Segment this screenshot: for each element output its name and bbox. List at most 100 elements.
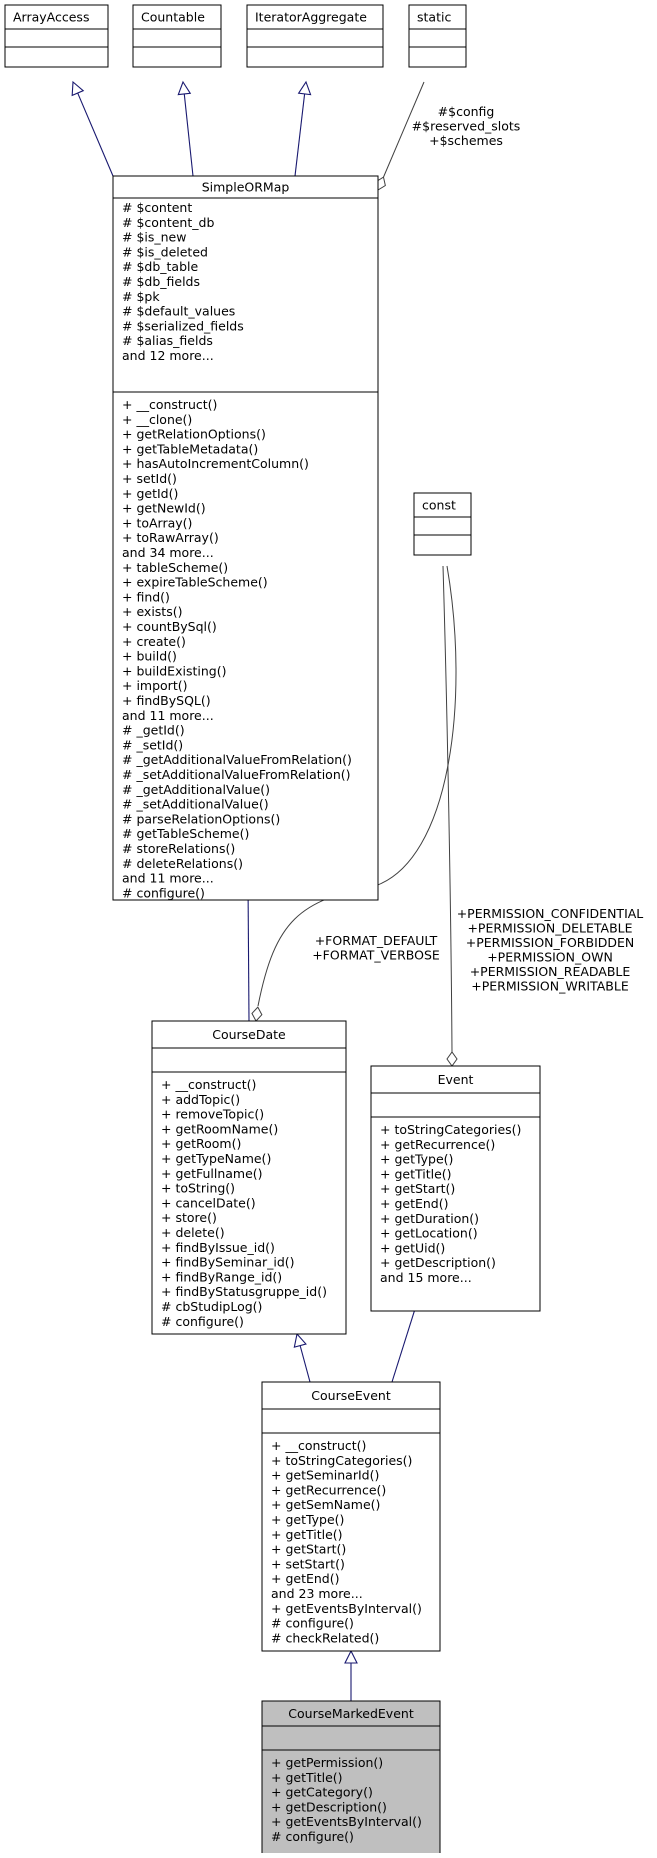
edge-line <box>383 81 425 178</box>
edge-line <box>183 93 194 177</box>
method-item: + getRelationOptions() <box>122 427 266 442</box>
method-item: + getTitle() <box>380 1166 452 1181</box>
method-item: + getStart() <box>380 1181 455 1196</box>
attribute-item: # $is_deleted <box>122 244 208 259</box>
method-item: + cancelDate() <box>161 1195 256 1210</box>
method-item: + countBySql() <box>122 619 217 634</box>
inheritance-arrowhead <box>293 1332 307 1348</box>
method-item: + findByRange_id() <box>161 1269 282 1284</box>
edge-courseevent-coursedate <box>293 1332 311 1383</box>
edge-label: +FORMAT_DEFAULT <box>315 933 438 948</box>
class-name: IteratorAggregate <box>255 10 367 25</box>
class-name: SimpleORMap <box>202 180 290 195</box>
method-item: + getSeminarId() <box>271 1468 379 1483</box>
edge-label: +PERMISSION_CONFIDENTIAL <box>457 906 644 921</box>
method-item: + getTableMetadata() <box>122 441 258 456</box>
method-item: + findByIssue_id() <box>161 1240 275 1255</box>
method-item: + build() <box>122 649 177 664</box>
class-box <box>112 175 379 901</box>
method-item: # configure() <box>161 1314 244 1329</box>
class-coursedate[interactable]: CourseDate+ __construct()+ addTopic()+ r… <box>151 1020 347 1335</box>
method-item: # _getId() <box>122 723 185 738</box>
class-static[interactable]: static <box>408 4 467 68</box>
method-item: + getDuration() <box>380 1211 479 1226</box>
class-box <box>413 492 472 556</box>
method-item: + getRoom() <box>161 1136 241 1151</box>
aggregation-diamond <box>251 1006 263 1022</box>
node-layer: ArrayAccess Countable IteratorAggregate sta… <box>4 4 541 1855</box>
edge-label: +FORMAT_VERBOSE <box>312 948 440 963</box>
method-item: # deleteRelations() <box>122 856 243 871</box>
method-item: # _getAdditionalValueFromRelation() <box>122 752 352 767</box>
edge-label: #$reserved_slots <box>412 119 521 134</box>
attribute-item: # $content_db <box>122 215 214 230</box>
method-item: # parseRelationOptions() <box>122 811 280 826</box>
method-item: # cbStudipLog() <box>161 1299 262 1314</box>
edge-label-format: +FORMAT_DEFAULT+FORMAT_VERBOSE <box>312 933 440 963</box>
edge-coursedate-simpleormap <box>241 879 255 1022</box>
method-item: + findByStatusgruppe_id() <box>161 1284 327 1299</box>
method-item: + toString() <box>161 1181 235 1196</box>
edge-line <box>77 92 114 177</box>
class-courseevent[interactable]: CourseEvent+ __construct()+ toStringCate… <box>261 1381 441 1652</box>
method-item: + getNewId() <box>122 501 206 516</box>
class-const[interactable]: const <box>413 492 472 556</box>
method-item: # _setId() <box>122 737 183 752</box>
method-item: + tableScheme() <box>122 560 228 575</box>
method-item: + __construct() <box>122 397 217 412</box>
method-item: + getEnd() <box>380 1196 448 1211</box>
class-simpleormap[interactable]: SimpleORMap# $content# $content_db# $is_… <box>112 175 379 901</box>
class-iteratoraggregate[interactable]: IteratorAggregate <box>246 4 384 68</box>
edge-label: +PERMISSION_FORBIDDEN <box>466 935 635 950</box>
class-coursemarkedevent[interactable]: CourseMarkedEvent+ getPermission()+ getT… <box>261 1700 441 1855</box>
method-item: + find() <box>122 589 170 604</box>
method-item: and 23 more... <box>271 1586 363 1601</box>
edge-label: +PERMISSION_WRITABLE <box>471 979 629 994</box>
attribute-item: and 12 more... <box>122 348 214 363</box>
method-item: + getEnd() <box>271 1571 339 1586</box>
inheritance-arrowhead <box>344 1649 358 1664</box>
method-item: and 11 more... <box>122 871 214 886</box>
inheritance-arrowhead <box>177 80 192 96</box>
method-item: + getRecurrence() <box>271 1482 386 1497</box>
class-name: CourseDate <box>212 1027 286 1042</box>
class-countable[interactable]: Countable <box>132 4 222 68</box>
class-event[interactable]: Event+ toStringCategories()+ getRecurren… <box>370 1065 541 1312</box>
method-item: + __construct() <box>161 1077 256 1092</box>
method-item: + getType() <box>271 1512 344 1527</box>
edge-const-event <box>442 565 458 1067</box>
method-item: + getTypeName() <box>161 1151 271 1166</box>
method-item: + getSemName() <box>271 1497 380 1512</box>
class-box <box>408 4 467 68</box>
attribute-item: # $serialized_fields <box>122 318 244 333</box>
method-item: + setId() <box>122 471 177 486</box>
edge-line <box>442 565 453 1053</box>
edge-const-coursedate <box>251 565 457 1022</box>
method-item: # _setAdditionalValue() <box>122 797 269 812</box>
method-item: + getDescription() <box>271 1799 387 1814</box>
method-item: + delete() <box>161 1225 225 1240</box>
class-box <box>370 1065 541 1312</box>
class-box <box>261 1381 441 1652</box>
edge-simpleormap-iteratoraggregate <box>294 80 312 177</box>
method-item: and 11 more... <box>122 708 214 723</box>
edge-line <box>247 892 250 1022</box>
edge-line <box>299 1345 311 1383</box>
class-name: const <box>422 498 456 513</box>
class-name: Countable <box>141 10 205 25</box>
class-name: ArrayAccess <box>13 10 89 25</box>
edge-line <box>391 1301 418 1383</box>
attribute-item: # $db_fields <box>122 274 200 289</box>
inheritance-arrowhead <box>71 80 85 97</box>
aggregation-diamond <box>446 1051 458 1067</box>
method-item: + addTopic() <box>161 1092 240 1107</box>
edge-label-static: #$config#$reserved_slots+$schemes <box>412 104 521 148</box>
class-arrayaccess[interactable]: ArrayAccess <box>4 4 109 68</box>
method-item: and 34 more... <box>122 545 214 560</box>
class-box <box>246 4 384 68</box>
method-item: + getRoomName() <box>161 1121 278 1136</box>
method-item: + toRawArray() <box>122 530 219 545</box>
edge-static-simpleormap <box>375 81 425 191</box>
